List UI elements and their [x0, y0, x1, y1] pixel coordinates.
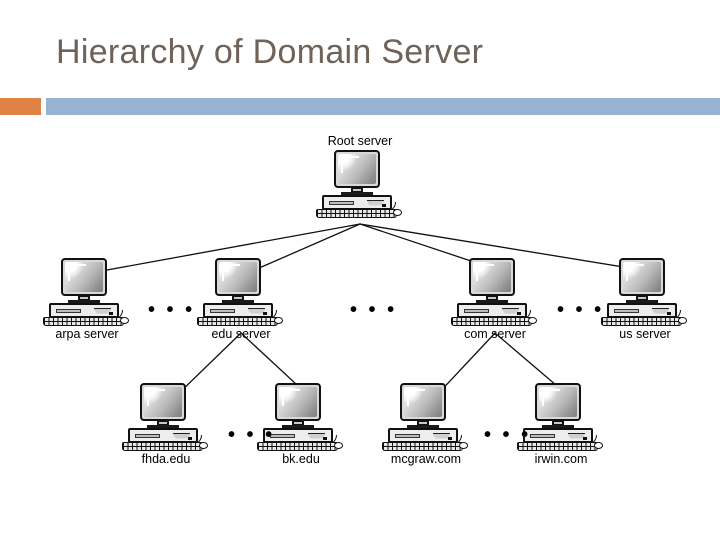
computer-icon — [516, 383, 606, 451]
drive-slot — [395, 433, 420, 438]
monitor-icon — [400, 383, 446, 421]
ellipsis-row2-right: • • • — [557, 299, 605, 321]
drive-slot — [56, 308, 81, 313]
monitor-base — [626, 300, 658, 304]
node-com-server[interactable]: com server — [450, 258, 540, 341]
node-label: us server — [619, 327, 671, 341]
node-edu-server[interactable]: edu server — [196, 258, 286, 341]
unit-badge — [308, 432, 325, 439]
monitor-icon — [215, 258, 261, 296]
page-title: Hierarchy of Domain Server — [56, 33, 484, 71]
keyboard-icon — [197, 317, 278, 326]
unit-badge — [367, 199, 384, 206]
mouse-icon — [678, 317, 687, 324]
node-label: fhda.edu — [141, 452, 191, 466]
screen — [279, 387, 317, 417]
screen — [219, 262, 257, 292]
drive-slot — [210, 308, 235, 313]
unit-badge — [433, 432, 450, 439]
node-label: Root server — [327, 134, 393, 148]
ellipsis-row2-left: • • • — [148, 299, 196, 321]
unit-badge — [173, 432, 190, 439]
unit-badge — [568, 432, 585, 439]
computer-icon — [121, 383, 211, 451]
unit-badge — [502, 307, 519, 314]
node-label: edu server — [211, 327, 271, 341]
monitor-icon — [61, 258, 107, 296]
monitor-base — [68, 300, 100, 304]
mouse-icon — [393, 209, 402, 216]
monitor-icon — [140, 383, 186, 421]
ellipsis-row3-left: • • • — [228, 424, 276, 446]
node-us-server[interactable]: us server — [600, 258, 690, 341]
mouse-icon — [120, 317, 129, 324]
screen — [338, 154, 376, 184]
mouse-icon — [199, 442, 208, 449]
unit-badge — [94, 307, 111, 314]
keyboard-icon — [382, 442, 463, 451]
drive-slot — [464, 308, 489, 313]
keyboard-icon — [451, 317, 532, 326]
drive-slot — [614, 308, 639, 313]
computer-icon — [196, 258, 286, 326]
drive-slot — [329, 200, 354, 205]
node-label: irwin.com — [534, 452, 588, 466]
monitor-icon — [535, 383, 581, 421]
keyboard-icon — [122, 442, 203, 451]
monitor-base — [147, 425, 179, 429]
monitor-base — [407, 425, 439, 429]
accent-bar-blue — [46, 98, 720, 115]
monitor-icon — [334, 150, 380, 188]
screen — [144, 387, 182, 417]
mouse-icon — [528, 317, 537, 324]
node-arpa-server[interactable]: arpa server — [42, 258, 132, 341]
ellipsis-row3-right: • • • — [484, 424, 532, 446]
computer-icon — [450, 258, 540, 326]
unit-badge — [652, 307, 669, 314]
monitor-base — [341, 192, 373, 196]
mouse-icon — [334, 442, 343, 449]
mouse-icon — [274, 317, 283, 324]
node-bk-edu[interactable]: bk.edu — [256, 383, 346, 466]
computer-icon — [42, 258, 132, 326]
node-mcgraw-com[interactable]: mcgraw.com — [381, 383, 471, 466]
drive-slot — [530, 433, 555, 438]
node-irwin-com[interactable]: irwin.com — [516, 383, 606, 466]
ellipsis-row2-mid: • • • — [350, 299, 398, 321]
monitor-icon — [275, 383, 321, 421]
node-root-server[interactable]: Root server — [315, 134, 405, 218]
monitor-icon — [469, 258, 515, 296]
screen — [404, 387, 442, 417]
mouse-icon — [594, 442, 603, 449]
drive-slot — [135, 433, 160, 438]
node-label: arpa server — [55, 327, 119, 341]
keyboard-icon — [43, 317, 124, 326]
computer-icon — [315, 150, 405, 218]
keyboard-icon — [316, 209, 397, 218]
monitor-base — [282, 425, 314, 429]
monitor-base — [542, 425, 574, 429]
accent-bar-orange — [0, 98, 41, 115]
drive-slot — [270, 433, 295, 438]
screen — [539, 387, 577, 417]
monitor-base — [222, 300, 254, 304]
node-label: mcgraw.com — [390, 452, 462, 466]
computer-icon — [256, 383, 346, 451]
keyboard-icon — [601, 317, 682, 326]
node-fhda-edu[interactable]: fhda.edu — [121, 383, 211, 466]
screen — [623, 262, 661, 292]
monitor-icon — [619, 258, 665, 296]
unit-badge — [248, 307, 265, 314]
screen — [473, 262, 511, 292]
screen — [65, 262, 103, 292]
monitor-base — [476, 300, 508, 304]
computer-icon — [381, 383, 471, 451]
node-label: bk.edu — [282, 452, 320, 466]
node-label: com server — [464, 327, 526, 341]
computer-icon — [600, 258, 690, 326]
mouse-icon — [459, 442, 468, 449]
